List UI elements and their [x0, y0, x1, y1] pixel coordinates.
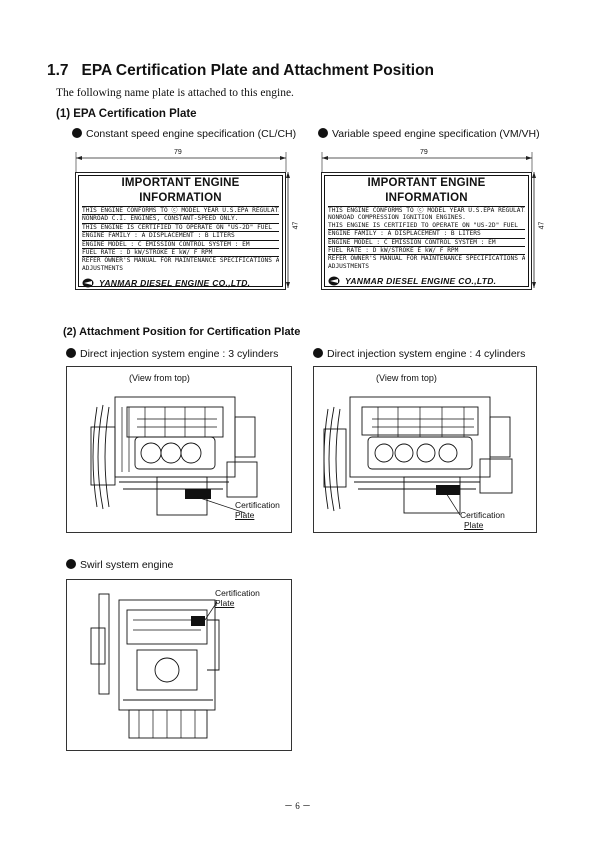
certification-plate-left: IMPORTANT ENGINE INFORMATION THIS ENGINE…	[75, 172, 286, 290]
plate-line: NONROAD C.I. ENGINES, CONSTANT-SPEED ONL…	[82, 215, 279, 224]
plate-line: ENGINE FAMILY : A DISPLACEMENT : B LITER…	[82, 232, 279, 241]
section-title-text: EPA Certification Plate and Attachment P…	[81, 62, 435, 79]
engine-figure-swirl: Certification Plate	[66, 579, 292, 751]
plate-maker-name: YANMAR DIESEL ENGINE CO.,LTD.	[99, 278, 251, 289]
spec-right-label: Variable speed engine specification (VM/…	[332, 128, 540, 140]
plate-line: REFER OWNER'S MANUAL FOR MAINTENANCE SPE…	[82, 257, 279, 265]
direct4-label: Direct injection system engine : 4 cylin…	[327, 348, 526, 360]
plate-maker: YANMAR DIESEL ENGINE CO.,LTD.	[328, 276, 525, 286]
plate-line: ADJUSTMENTS	[328, 262, 369, 270]
view-from-top-label: (View from top)	[376, 373, 437, 383]
certification-plate-callout: Certification	[215, 588, 260, 598]
view-from-top-label: (View from top)	[129, 373, 190, 383]
bullet-icon	[66, 348, 76, 358]
bullet-icon	[72, 128, 82, 138]
plate-line: REFER OWNER'S MANUAL FOR MAINTENANCE SPE…	[328, 255, 525, 263]
plate-line: THIS ENGINE IS CERTIFIED TO OPERATE ON "…	[328, 222, 525, 231]
bullet-icon	[66, 559, 76, 569]
dim-height-left: 47	[292, 221, 300, 230]
spec-left-heading: Constant speed engine specification (CL/…	[72, 128, 296, 140]
bullet-icon	[318, 128, 328, 138]
yanmar-logo-icon	[328, 276, 340, 286]
plate-line: ENGINE MODEL : C EMISSION CONTROL SYSTEM…	[328, 239, 525, 248]
certification-plate-callout: Certification	[235, 500, 280, 510]
intro-text: The following name plate is attached to …	[56, 87, 294, 99]
subheading-attachment-position: (2) Attachment Position for Certificatio…	[63, 326, 301, 338]
engine-figure-4-cylinder: (View from top) Certification Plate	[313, 366, 537, 533]
plate-maker: YANMAR DIESEL ENGINE CO.,LTD.	[82, 278, 279, 288]
certification-plate-callout-2: Plate	[464, 520, 484, 530]
yanmar-logo-icon	[82, 278, 94, 288]
direct3-heading: Direct injection system engine : 3 cylin…	[66, 348, 278, 360]
engine-4cyl-drawing	[323, 396, 513, 516]
plate-line: NONROAD COMPRESSION IGNITION ENGINES.	[328, 214, 466, 222]
plate-maker-name: YANMAR DIESEL ENGINE CO.,LTD.	[345, 276, 497, 287]
plate-line: FUEL RATE : D kW/STROKE E kW/ F RPM	[82, 249, 279, 258]
dim-width-left: 79	[174, 149, 182, 156]
direct4-heading: Direct injection system engine : 4 cylin…	[313, 348, 525, 360]
plate-title: IMPORTANT ENGINE INFORMATION	[82, 176, 279, 207]
engine-swirl-drawing	[90, 593, 220, 739]
dimension-lines-right	[321, 152, 536, 288]
swirl-heading: Swirl system engine	[66, 559, 173, 571]
direct3-label: Direct injection system engine : 3 cylin…	[80, 348, 279, 360]
plate-line: THIS ENGINE IS CERTIFIED TO OPERATE ON "…	[82, 224, 279, 233]
certification-plate-right: IMPORTANT ENGINE INFORMATION THIS ENGINE…	[321, 172, 532, 290]
engine-figure-3-cylinder: (View from top) Certification Plate	[66, 366, 292, 533]
page-number: － 6 －	[283, 801, 311, 811]
bullet-icon	[313, 348, 323, 358]
dim-height-right: 47	[538, 221, 546, 230]
plate-line: THIS ENGINE CONFORMS TO ⓒ MODEL YEAR U.S…	[328, 207, 525, 214]
spec-right-heading: Variable speed engine specification (VM/…	[318, 128, 540, 140]
plate-title: IMPORTANT ENGINE INFORMATION	[328, 176, 525, 207]
section-number: 1.7	[47, 62, 69, 79]
spec-left-label: Constant speed engine specification (CL/…	[86, 128, 297, 140]
section-title: 1.7 EPA Certification Plate and Attachme…	[47, 62, 434, 80]
engine-3cyl-drawing	[90, 396, 258, 516]
plate-line: THIS ENGINE CONFORMS TO ⓒ MODEL YEAR U.S…	[82, 207, 279, 216]
plate-line: FUEL RATE : D kW/STROKE E kW/ F RPM	[328, 247, 525, 256]
plate-line: ENGINE FAMILY : A DISPLACEMENT : B LITER…	[328, 230, 525, 239]
certification-plate-callout-2: Plate	[235, 510, 255, 520]
dimension-lines-left	[75, 152, 290, 288]
swirl-label: Swirl system engine	[80, 559, 174, 571]
subheading-epa-plate: (1) EPA Certification Plate	[56, 108, 197, 120]
plate-line: ADJUSTMENTS	[82, 264, 123, 272]
plate-line: ENGINE MODEL : C EMISSION CONTROL SYSTEM…	[82, 241, 279, 250]
dim-width-right: 79	[420, 149, 428, 156]
certification-plate-callout-2: Plate	[215, 598, 235, 608]
certification-plate-callout: Certification	[460, 510, 505, 520]
